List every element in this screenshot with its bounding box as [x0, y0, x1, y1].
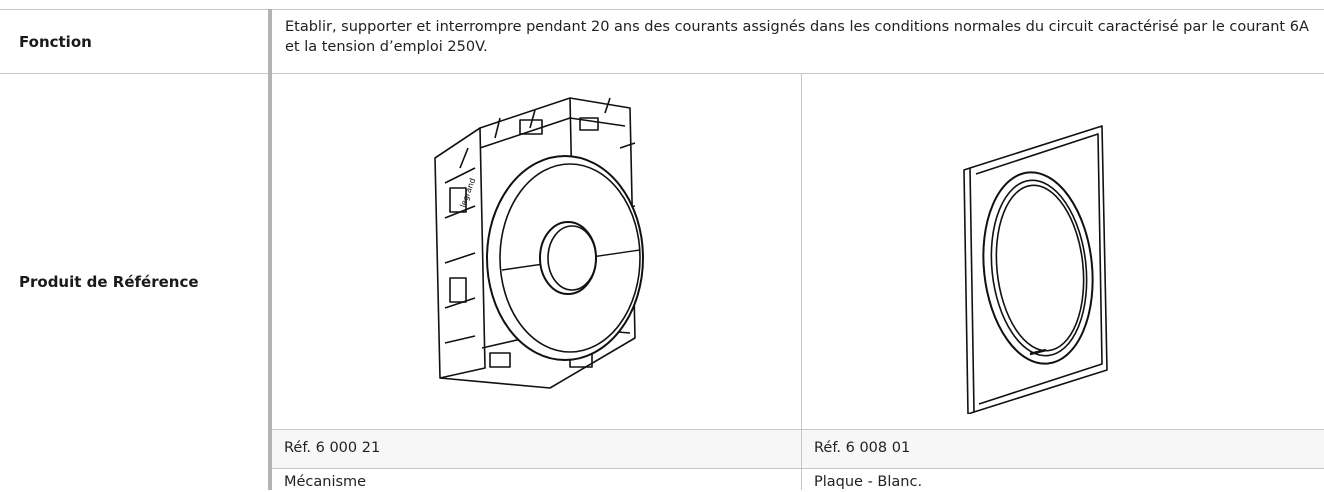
- switch-mechanism-icon: legrand: [434, 97, 644, 389]
- product-description: Plaque - Blanc.: [814, 474, 923, 490]
- left-rule: [268, 9, 272, 490]
- produit-label: Produit de Référence: [19, 273, 199, 291]
- product-description: Mécanisme: [284, 474, 367, 490]
- product-ref: Réf. 6 008 01: [814, 440, 911, 456]
- fonction-label: Fonction: [19, 32, 92, 51]
- table-top-border: [0, 9, 1324, 10]
- row-divider: [0, 73, 1324, 74]
- column-divider: [801, 73, 802, 490]
- ref-band: [272, 430, 1324, 468]
- fonction-text: Etablir, supporter et interrompre pendan…: [285, 19, 1309, 55]
- ref-top-border: [272, 429, 1324, 430]
- desc-top-border: [272, 468, 1324, 469]
- cover-plate-icon: [963, 125, 1108, 414]
- column-divider-lower: [801, 430, 802, 490]
- product-ref: Réf. 6 000 21: [284, 440, 381, 456]
